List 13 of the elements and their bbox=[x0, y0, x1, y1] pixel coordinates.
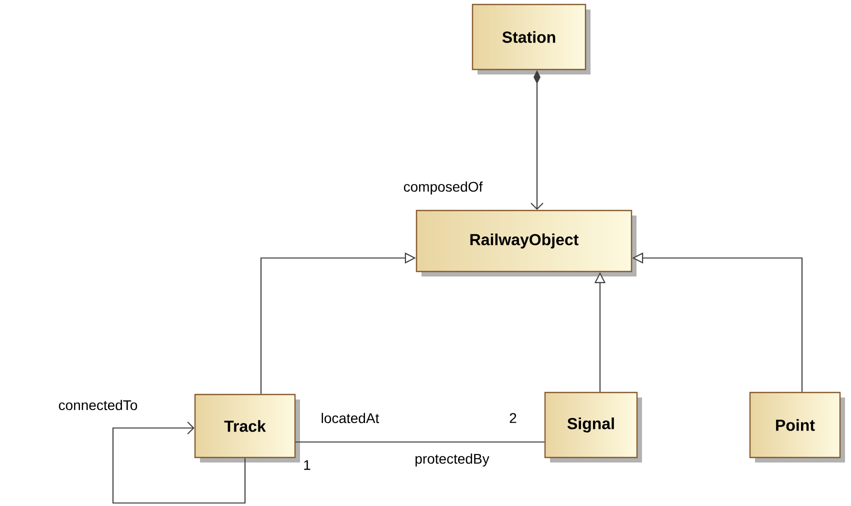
role-label: locatedAt bbox=[322, 412, 380, 424]
role-label: 2 bbox=[510, 413, 516, 423]
edge-label: connectedTo bbox=[57, 398, 139, 412]
role-label: 1 bbox=[304, 460, 310, 470]
edge-label: composedOf bbox=[402, 180, 484, 196]
connector bbox=[296, 441, 544, 443]
class-box: RailwayObject bbox=[416, 210, 636, 276]
connector bbox=[112, 422, 246, 504]
edge-label: protectedBy bbox=[414, 452, 490, 468]
class-box: Signal bbox=[544, 392, 642, 462]
class-box: Station bbox=[472, 4, 590, 74]
class-box: Point bbox=[749, 392, 845, 462]
class-box: Track bbox=[194, 394, 300, 462]
